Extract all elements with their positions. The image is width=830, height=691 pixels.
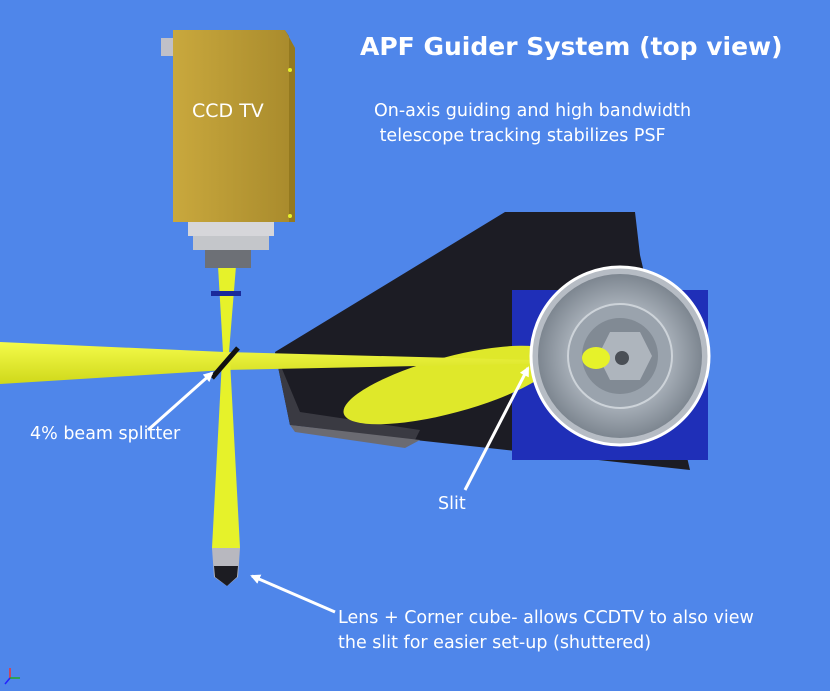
- beam-splitter: [210, 346, 240, 380]
- arrow-slit: [463, 366, 530, 491]
- subtitle-line-1: On-axis guiding and high bandwidth: [374, 101, 692, 121]
- arrow-beam-splitter: [147, 371, 214, 432]
- diagram-subtitle: On-axis guiding and high bandwidth teles…: [374, 99, 691, 149]
- axis-triad-icon: [4, 668, 20, 685]
- ccd-camera: [161, 30, 295, 268]
- corner-cube: [212, 548, 240, 586]
- beam-splitter-label: 4% beam splitter: [30, 424, 181, 444]
- guider-beam-upper: [218, 266, 236, 352]
- diagram-title: APF Guider System (top view): [360, 32, 783, 61]
- arrow-lens: [250, 574, 336, 614]
- guider-beam-lower: [212, 360, 240, 548]
- subtitle-line-2: telescope tracking stabilizes PSF: [374, 126, 666, 146]
- telescope-beam: [0, 342, 610, 384]
- lens-label-line-2: the slit for easier set-up (shuttered): [338, 633, 652, 653]
- lens-corner-cube-label: Lens + Corner cube- allows CCDTV to also…: [338, 606, 754, 656]
- slit-dish: [529, 265, 711, 447]
- camera-label: CCD TV: [192, 100, 264, 122]
- filter-ring: [211, 291, 241, 296]
- lens-label-line-1: Lens + Corner cube- allows CCDTV to also…: [338, 608, 754, 628]
- internal-beam-lobe: [343, 345, 557, 425]
- slit-label: Slit: [438, 494, 466, 514]
